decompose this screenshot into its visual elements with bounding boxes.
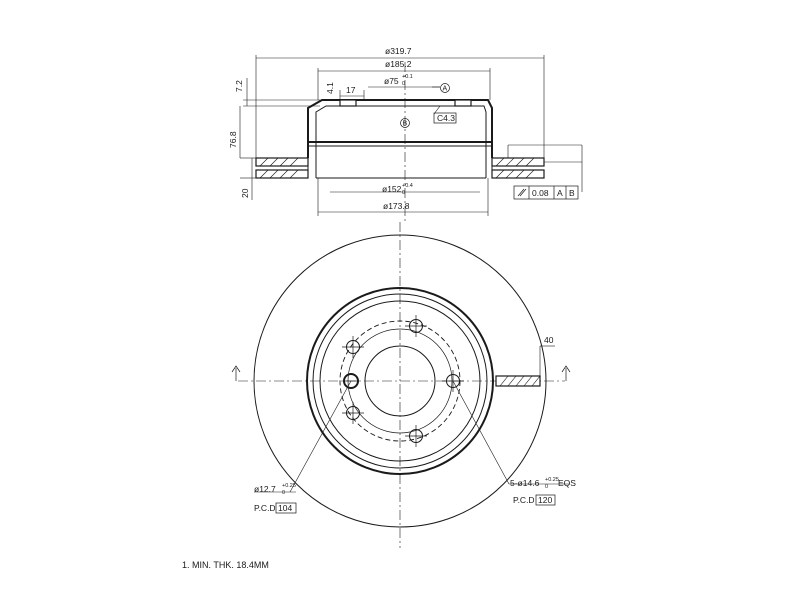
section-arrow-left xyxy=(231,365,241,381)
tolerance-datum-1: A xyxy=(557,188,563,198)
section-arrow-right xyxy=(561,365,571,381)
dim-inner-diameter-tol: +0.4 xyxy=(402,183,413,189)
hat-inner-wall xyxy=(315,105,487,178)
dim-offset-17: 17 xyxy=(346,85,356,95)
bolt-pcd-box xyxy=(535,494,556,506)
bolt-cut-right xyxy=(454,99,472,107)
runout-icon xyxy=(517,188,527,197)
dim-thickness-20: 20 xyxy=(240,188,250,198)
bolt-pcd-value: 120 xyxy=(538,495,552,505)
dim-center-bore-tol: +0.1 xyxy=(402,74,413,80)
dim-center-bore-tol-low: 0 xyxy=(402,81,405,87)
vent-slot xyxy=(495,375,541,387)
datum-a-symbol xyxy=(440,83,450,93)
dim-height-76-8: 76.8 xyxy=(228,131,238,148)
bolt-hole-suffix: EQS xyxy=(558,478,576,488)
locator-callout: ø12.7 xyxy=(254,484,276,494)
hat-outer-wall xyxy=(307,99,493,158)
bolt-cut-left xyxy=(339,99,357,107)
locator-pcd-box xyxy=(275,502,297,514)
rotor-outer-edge xyxy=(253,234,547,528)
dim-vent-width: 40 xyxy=(544,335,554,345)
friction-ring-left-top xyxy=(255,157,309,167)
locator-pcd-label: P.C.D xyxy=(254,503,276,513)
dim-outer-diameter: ø319.7 xyxy=(385,46,412,56)
bolt-hole-callout: 5-ø14.6 xyxy=(510,478,540,488)
dim-hat-diameter: ø185.2 xyxy=(385,59,412,69)
front-view: 40 ø12.7 +0.25 0 P.C.D 104 5-ø14.6 +0.25… xyxy=(231,222,576,548)
tolerance-value: 0.08 xyxy=(532,188,549,198)
locator-tol-low: 0 xyxy=(282,490,285,496)
tolerance-frame: 0.08 A B xyxy=(513,185,579,200)
hat-inner-edge xyxy=(319,300,481,462)
tolerance-datum-2: B xyxy=(569,188,575,198)
datum-a-label: A xyxy=(443,86,448,93)
hat-groove-circle xyxy=(312,293,488,469)
chamfer-box xyxy=(433,112,457,124)
section-hatch-left xyxy=(259,157,299,179)
dim-center-bore: ø75 xyxy=(384,76,399,86)
dim-inner-diameter-tol-low: 0 xyxy=(402,190,405,196)
bolt-pcd-label: P.C.D xyxy=(513,495,535,505)
dim-chamfer: C4.3 xyxy=(437,113,455,123)
dim-height-7-2: 7.2 xyxy=(234,80,244,92)
dim-drum-diameter: ø173.8 xyxy=(383,201,410,211)
locator-tol: +0.25 xyxy=(282,483,296,489)
leader-bolt-holes xyxy=(452,380,510,485)
center-bore-circle xyxy=(364,345,436,417)
note-min-thickness: 1. MIN. THK. 18.4MM xyxy=(182,560,269,570)
bolt-hole-tol: +0.25 xyxy=(545,477,559,483)
bolt-hole-tol-low: 0 xyxy=(545,484,548,490)
leader-locator xyxy=(289,380,352,493)
section-view: ø319.7 ø185.2 ø75 +0.1 0 A 17 4.1 7.2 76… xyxy=(228,46,583,222)
hat-outer-edge xyxy=(306,287,494,475)
section-hatch-right xyxy=(495,157,535,179)
locator-pcd-value: 104 xyxy=(278,503,292,513)
datum-b-label: B xyxy=(403,121,408,128)
datum-b-symbol xyxy=(400,118,410,128)
dim-inner-diameter: ø152 xyxy=(382,184,402,194)
dim-thickness-4-1: 4.1 xyxy=(325,82,335,94)
